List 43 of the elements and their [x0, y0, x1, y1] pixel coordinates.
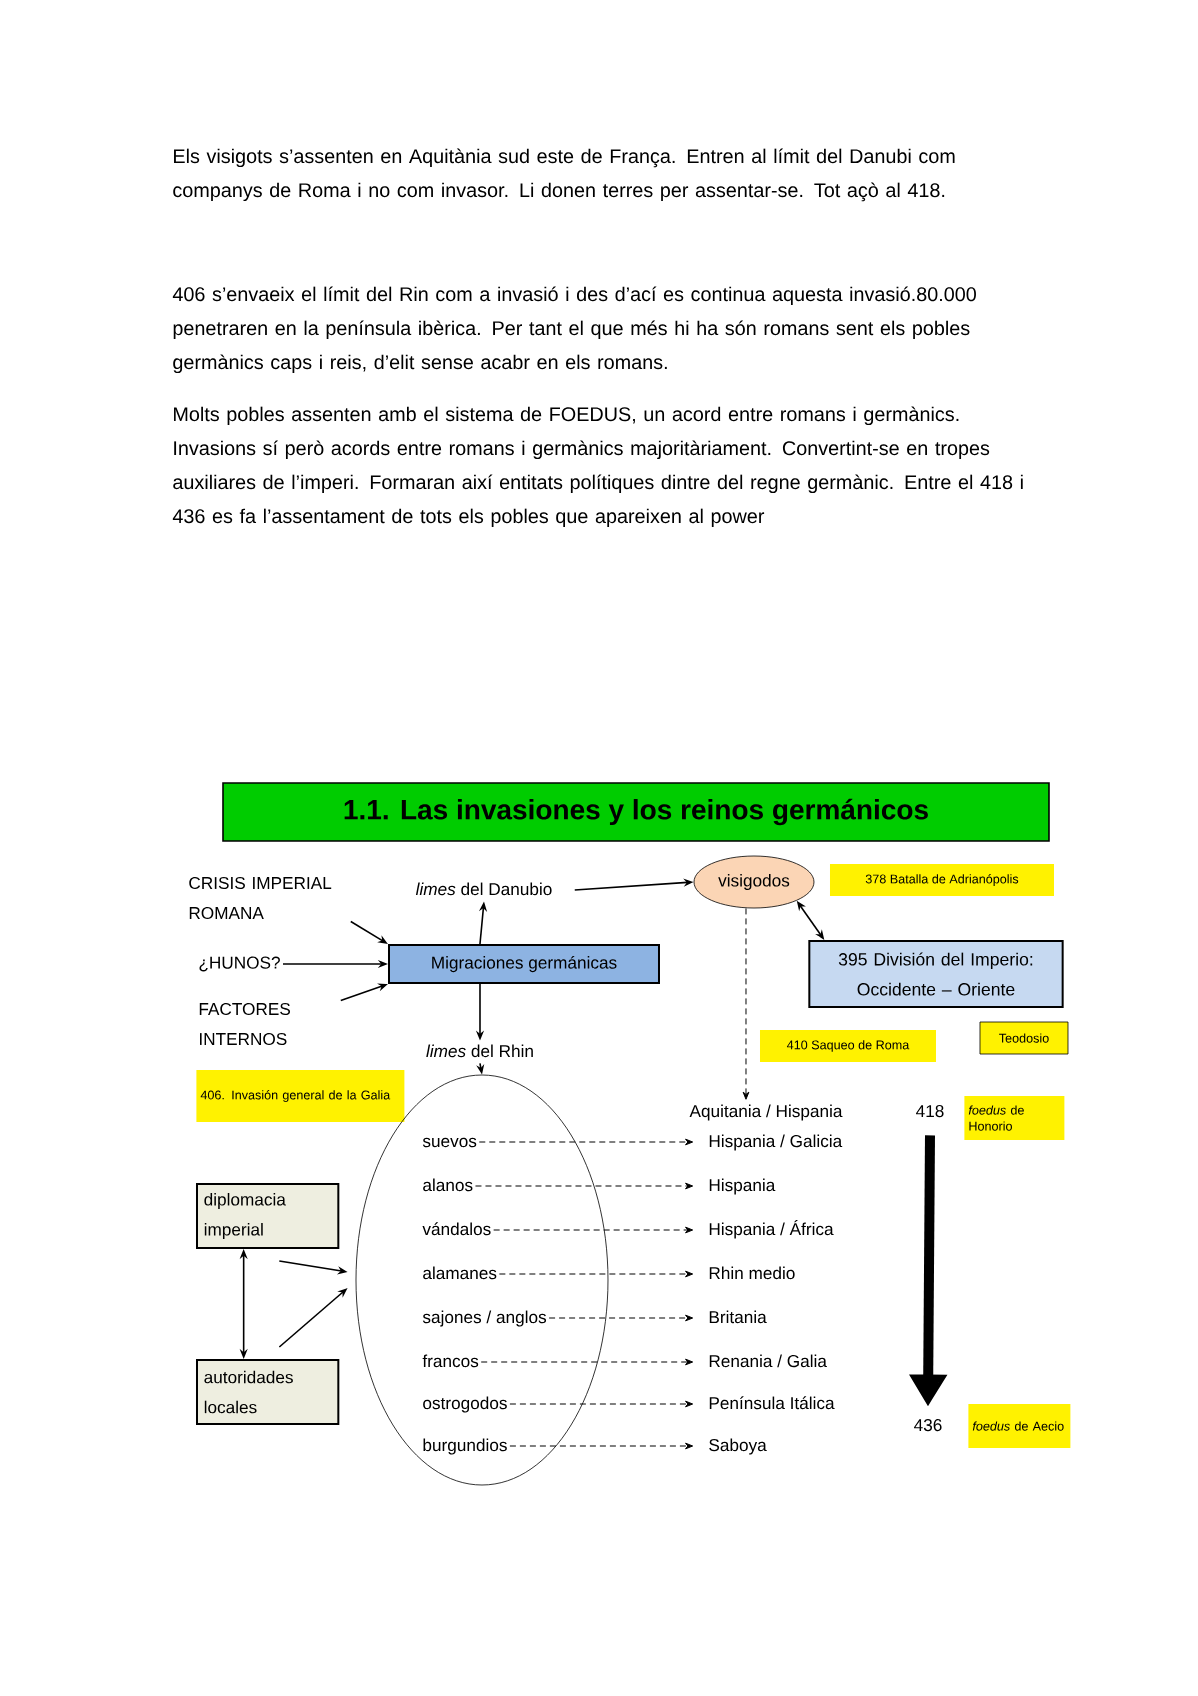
destination-label: Rhin medio — [709, 1266, 795, 1280]
arrow — [742, 907, 750, 1100]
people-label: alanos — [423, 1178, 473, 1192]
arrow — [509, 1400, 694, 1408]
destination-label: Aquitania / Hispania — [689, 1104, 843, 1121]
destination-label: Hispania — [709, 1178, 776, 1195]
arrow — [509, 1442, 694, 1450]
year-label: 418 — [916, 1105, 944, 1118]
arrow — [493, 1226, 694, 1234]
arrow — [480, 1358, 694, 1366]
destination-label: Hispania / África — [709, 1220, 834, 1239]
arrow — [475, 1182, 694, 1190]
people-label: burgundios — [423, 1438, 507, 1455]
destination-label: Hispania / Galicia — [709, 1134, 843, 1151]
people-label: alamanes — [423, 1266, 497, 1280]
arrow — [478, 1138, 694, 1146]
paragraph: 406 s’envaeix el límit del Rin com a invasió i des d’ací es continua aquesta invasió.80.000 penetraren en la península ibèrica. Per tant el que més hi ha són romans sent els pobles germànics caps i reis, d’elit sense acabr en els romans. — [172, 286, 976, 374]
destination-label: Saboya — [709, 1438, 767, 1455]
year-label: 436 — [914, 1419, 942, 1432]
destination-label: Renania / Galia — [709, 1354, 827, 1368]
arrow — [498, 1270, 694, 1278]
frontier-label: limes del Rhin — [426, 1044, 533, 1058]
destination-label: Britania — [709, 1310, 767, 1324]
paragraph: Els visigots s’assenten en Aquitània sud este de França. Entren al límit del Danubi com companys de Roma i no com invasor. Li donen terres per assentar-se. Tot açò al 418. — [173, 148, 955, 202]
cause-label: FACTORES INTERNOS — [199, 1002, 290, 1046]
process-box: Migraciones germánicas — [388, 944, 660, 984]
destination-label: Península Itálica — [709, 1396, 835, 1410]
frontier-label: limes del Danubio — [415, 882, 552, 896]
people-label: sajones / anglos — [422, 1310, 547, 1327]
group-ellipse — [355, 1074, 609, 1486]
people-oval: visigodos — [693, 855, 815, 909]
title-banner: 1.1. Las invasiones y los reinos germánicos — [222, 782, 1050, 842]
people-label: suevos — [422, 1137, 477, 1148]
people-label: ostrogodos — [423, 1396, 507, 1413]
people-label: vándalos — [422, 1222, 491, 1236]
agent-box: autoridades locales — [196, 1359, 340, 1425]
event-box: 395 División del Imperio: Occidente – Oriente — [808, 940, 1064, 1008]
agent-box: diplomacia imperial — [196, 1183, 340, 1249]
cause-label: ¿HUNOS? — [199, 956, 280, 972]
paragraph: Molts pobles assenten amb el sistema de FOEDUS, un acord entre romans i germànics. Invasions sí però acords entre romans i germànics majoritàriament. Convertint-se en tropes auxiliares de l’imperi. Formaran així entitats polítiques dintre del regne germànic. Entre el 418 i 436 es fa l’assentament de tots els pobles que apareixen al power — [172, 406, 1023, 528]
cause-label: CRISIS IMPERIAL ROMANA — [189, 876, 332, 920]
people-label: francos — [422, 1354, 479, 1368]
arrow — [548, 1314, 694, 1322]
